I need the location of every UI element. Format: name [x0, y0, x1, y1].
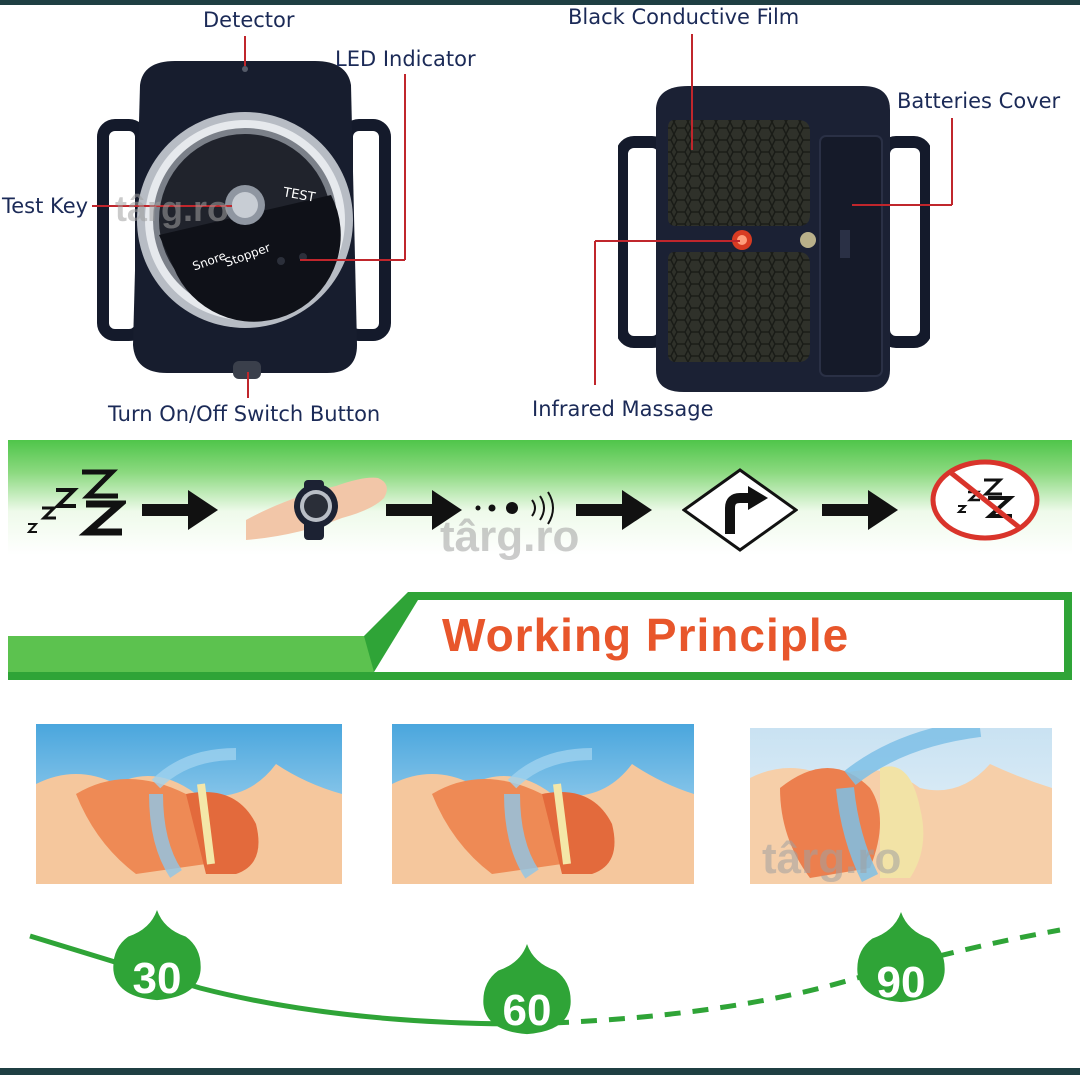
- airway-illustration-90-day: [750, 728, 1052, 884]
- snore-stopper-front-device: [97, 61, 391, 379]
- milestone-unit: Day: [134, 998, 180, 1025]
- label-switch-button: Turn On/Off Switch Button: [108, 402, 381, 426]
- milestone-label-60: 60 Day: [466, 972, 588, 1068]
- milestone-unit: Day: [504, 1030, 550, 1057]
- wrist-device-image: [246, 477, 387, 540]
- right-leader-lines: [594, 34, 953, 385]
- milestone-label-30: 30 Day: [96, 940, 218, 1036]
- airway-illustration-30-day: [36, 724, 342, 884]
- milestone-badge-90: [857, 912, 945, 1003]
- snoring-zzz-icon: [26, 469, 126, 536]
- banner-title: Working Principle: [442, 609, 850, 661]
- milestone-unit: Day: [878, 1002, 924, 1029]
- arrow-right-icon: [142, 490, 218, 530]
- milestone-badge-30: [113, 910, 201, 1001]
- airway-illustration-60-day: [392, 724, 694, 884]
- bottom-border: [0, 1068, 1080, 1075]
- label-black-conductive-film: Black Conductive Film: [568, 5, 800, 29]
- left-leader-lines: [92, 36, 406, 398]
- arrow-right-icon: [386, 490, 462, 530]
- milestone-label-90: 90 Day: [840, 944, 962, 1040]
- turn-right-sign-icon: [682, 468, 798, 552]
- top-border: [0, 0, 1080, 5]
- label-led-indicator: LED Indicator: [335, 47, 476, 71]
- progress-timeline-curve: [29, 927, 1061, 1027]
- snore-stopper-back-device: [618, 86, 930, 392]
- label-detector: Detector: [203, 8, 295, 32]
- watermark-middle: târg.ro: [440, 512, 580, 561]
- arrow-right-icon: [822, 490, 898, 530]
- label-test-key: Test Key: [2, 194, 89, 218]
- milestone-number: 90: [876, 958, 926, 1007]
- watermark-bottom: târg.ro: [762, 834, 902, 883]
- milestone-number: 30: [132, 954, 182, 1003]
- working-principle-banner: [8, 592, 1072, 680]
- arrow-right-icon: [576, 490, 652, 530]
- label-infrared-massage: Infrared Massage: [532, 397, 714, 421]
- no-snoring-icon: [930, 459, 1040, 541]
- milestone-badge-60: [483, 944, 571, 1035]
- label-batteries-cover: Batteries Cover: [897, 89, 1061, 113]
- watermark-top: târg.ro: [115, 188, 230, 229]
- milestone-number: 60: [502, 986, 552, 1035]
- vibration-signal-icon: [475, 491, 554, 525]
